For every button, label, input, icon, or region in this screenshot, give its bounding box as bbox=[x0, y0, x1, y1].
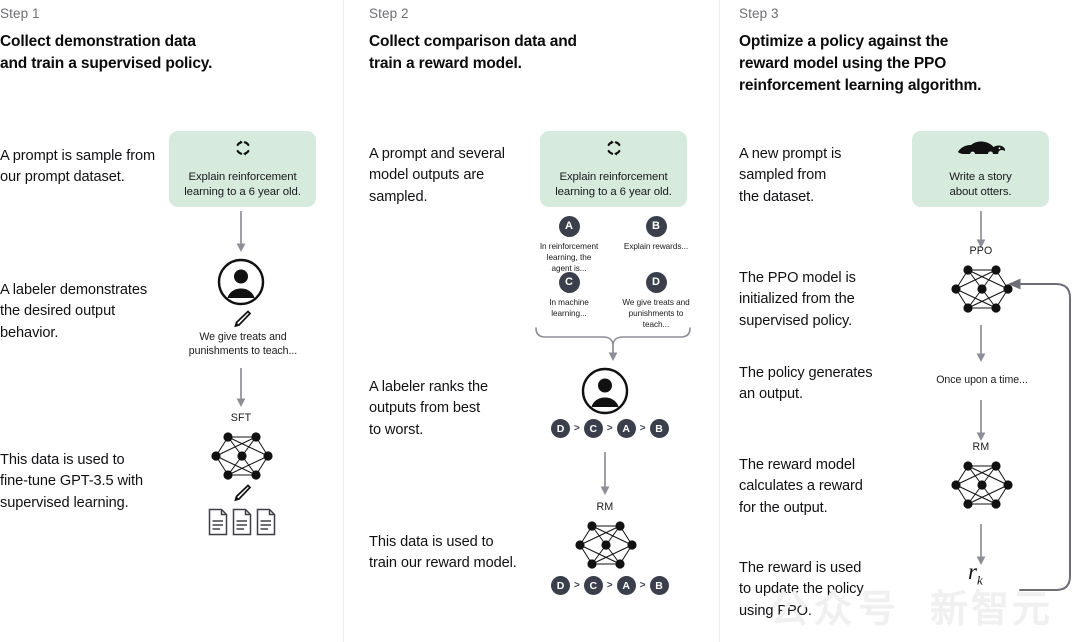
step-3-paragraph-2: The PPO model is initialized from the su… bbox=[739, 270, 856, 329]
rank2-badge-1: D bbox=[551, 576, 570, 595]
rank-separator-2: > bbox=[606, 423, 613, 434]
step-2-option-d[interactable]: D We give treats and punishments to teac… bbox=[602, 272, 710, 330]
rank-badge-4: B bbox=[649, 419, 669, 438]
option-text-d: We give treats and punishments to teach.… bbox=[622, 298, 690, 329]
step-3-network-label-ppo: PPO bbox=[969, 245, 993, 257]
step-1-neural-network-icon bbox=[206, 427, 278, 490]
step-3-rm-network-icon bbox=[946, 456, 1018, 519]
step-3-paragraph-4: The reward model calculates a reward for… bbox=[739, 457, 863, 516]
reward-symbol-base: r bbox=[968, 559, 977, 584]
step-1-paragraph-1: A prompt is sample from our prompt datas… bbox=[0, 148, 156, 186]
step-1-paragraph-3: This data is used to fine-tune GPT-3.5 w… bbox=[0, 452, 143, 511]
step-1-prompt-card[interactable]: Explain reinforcement learning to a 6 ye… bbox=[169, 131, 316, 207]
step-1-documents-icon bbox=[208, 508, 278, 541]
step-3-prompt-card[interactable]: Write a story about otters. bbox=[912, 131, 1049, 207]
option-badge-a: A bbox=[558, 216, 580, 237]
rank2-separator-1: > bbox=[574, 580, 580, 591]
step-1-arrow-2 bbox=[234, 368, 248, 413]
column-divider-1 bbox=[343, 0, 344, 642]
step-3-arrow-4 bbox=[974, 524, 988, 571]
step-3-title: Optimize a policy against the reward mod… bbox=[739, 33, 982, 94]
step-3-paragraph-1: A new prompt is sampled from the dataset… bbox=[739, 146, 842, 205]
rank2-separator-3: > bbox=[639, 580, 646, 591]
reward-symbol-subscript: k bbox=[976, 572, 983, 588]
option-badge-b: B bbox=[645, 216, 667, 237]
step-1-pencil-icon-2 bbox=[232, 483, 252, 508]
step-2-neural-network-icon bbox=[570, 516, 642, 579]
step-2-label: Step 2 bbox=[369, 6, 409, 21]
step-2-arrow-to-rm bbox=[598, 452, 612, 501]
option-badge-d: D bbox=[645, 272, 667, 293]
step-2-title: Collect comparison data and train a rewa… bbox=[369, 33, 577, 72]
option-text-c: In machine learning... bbox=[549, 298, 589, 318]
step-3-network-label-rm: RM bbox=[972, 441, 990, 453]
column-divider-2 bbox=[719, 0, 720, 642]
otter-icon bbox=[955, 138, 1007, 163]
step-1-arrow-1 bbox=[234, 211, 248, 258]
step-2-prompt-card[interactable]: Explain reinforcement learning to a 6 ye… bbox=[540, 131, 687, 207]
step-2-ranking-row-2: D > C > A > B bbox=[551, 576, 669, 595]
option-badge-c: C bbox=[558, 272, 580, 293]
step-2-labeler-icon bbox=[581, 367, 629, 420]
refresh-cycle-icon bbox=[233, 138, 253, 163]
step-3-column: Step 3 Optimize a policy against the rew… bbox=[720, 0, 1080, 642]
step-1-column: Step 1 Collect demonstration data and tr… bbox=[0, 0, 344, 642]
step-2-option-b[interactable]: B Explain rewards... bbox=[602, 216, 710, 253]
step-2-ranking-row: D > C > A > B bbox=[551, 419, 669, 438]
step-2-network-label: RM bbox=[596, 501, 614, 513]
refresh-cycle-icon bbox=[604, 138, 624, 163]
step-3-arrow-2 bbox=[974, 325, 988, 368]
step-1-pencil-icon bbox=[232, 309, 252, 334]
step-1-label: Step 1 bbox=[0, 6, 40, 21]
step-3-arrow-3 bbox=[974, 400, 988, 447]
rank2-badge-4: B bbox=[649, 576, 669, 595]
step-1-title: Collect demonstration data and train a s… bbox=[0, 33, 213, 72]
step-2-option-c[interactable]: C In machine learning... bbox=[515, 272, 623, 320]
step-3-paragraph-3: The policy generates an output. bbox=[739, 365, 873, 403]
step-3-generated-output: Once upon a time... bbox=[936, 374, 1028, 386]
step-2-paragraph-1: A prompt and several model outputs are s… bbox=[369, 146, 505, 205]
step-2-option-a[interactable]: A In reinforcement learning, the agent i… bbox=[515, 216, 623, 274]
step-3-feedback-loop-arrow bbox=[1000, 270, 1080, 600]
rank-separator-1: > bbox=[574, 423, 580, 434]
option-text-a: In reinforcement learning, the agent is.… bbox=[539, 242, 599, 273]
step-3-reward-symbol: rk bbox=[968, 559, 983, 589]
step-1-labeler-icon bbox=[217, 258, 265, 311]
rank-separator-3: > bbox=[639, 423, 646, 434]
step-3-ppo-network-icon bbox=[946, 260, 1018, 323]
rank2-badge-3: A bbox=[616, 576, 636, 595]
rank2-separator-2: > bbox=[606, 580, 613, 591]
step-3-arrow-1 bbox=[974, 211, 988, 254]
step-3-paragraph-5: The reward is used to update the policy … bbox=[739, 560, 864, 619]
step-1-paragraph-2: A labeler demonstrates the desired outpu… bbox=[0, 282, 148, 341]
rank2-badge-2: C bbox=[583, 576, 603, 595]
rank-badge-3: A bbox=[616, 419, 636, 438]
step-1-labeler-caption: We give treats and punishments to teach.… bbox=[188, 331, 298, 357]
option-text-b: Explain rewards... bbox=[623, 242, 689, 251]
step-3-prompt-text: Write a story about otters. bbox=[949, 170, 1012, 198]
step-2-paragraph-3: This data is used to train our reward mo… bbox=[369, 534, 517, 572]
step-1-network-label: SFT bbox=[230, 412, 252, 424]
step-2-column: Step 2 Collect comparison data and train… bbox=[344, 0, 720, 642]
step-1-prompt-text: Explain reinforcement learning to a 6 ye… bbox=[184, 170, 301, 198]
rank-badge-2: C bbox=[583, 419, 603, 438]
step-3-label: Step 3 bbox=[739, 6, 779, 21]
step-2-paragraph-2: A labeler ranks the outputs from best to… bbox=[369, 379, 488, 438]
step-2-merge-brace bbox=[534, 326, 692, 367]
step-2-prompt-text: Explain reinforcement learning to a 6 ye… bbox=[555, 170, 672, 198]
rank-badge-1: D bbox=[551, 419, 570, 438]
